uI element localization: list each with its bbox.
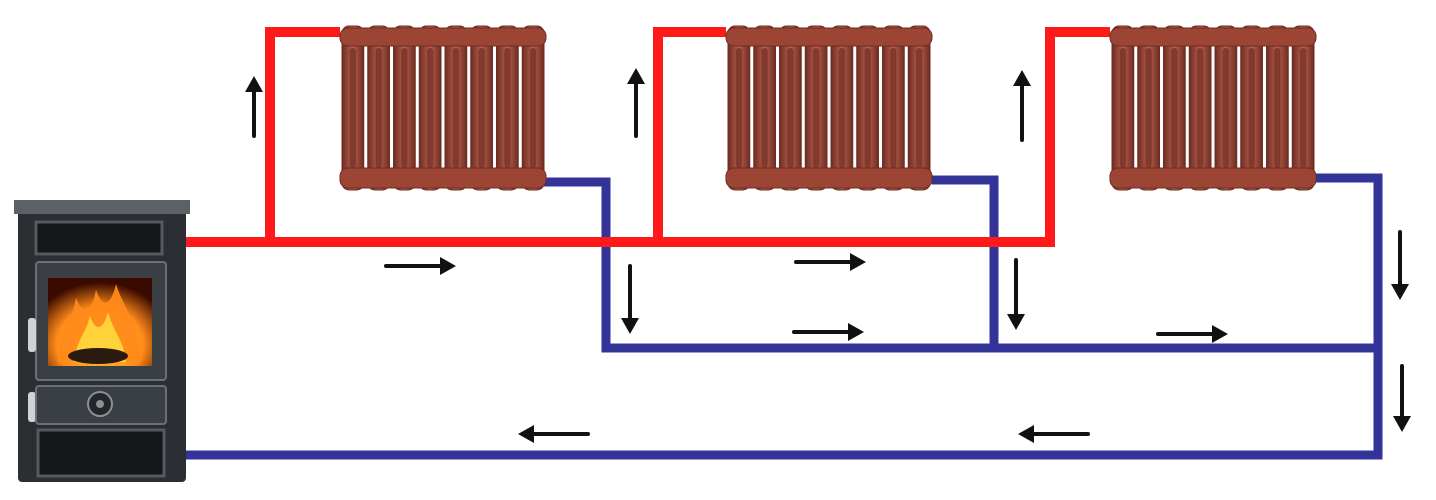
radiator-section-gap [1119, 48, 1126, 168]
right-arrow-icon [794, 253, 866, 271]
right-arrow-icon [792, 323, 864, 341]
right-arrow-icon [384, 257, 456, 275]
flow-arrows [245, 68, 1411, 443]
radiator-section-gap [1248, 48, 1255, 168]
stove-ash-drawer [36, 428, 166, 478]
radiator-section-gap [349, 48, 356, 168]
radiator-section-gap [478, 48, 485, 168]
return-pipes [186, 173, 1383, 460]
arrow-head [1007, 314, 1025, 330]
wood-stove-icon [14, 200, 190, 482]
supply-pipe-2 [265, 27, 340, 242]
radiator-section-gap [916, 48, 923, 168]
radiator-section-gap [1222, 48, 1229, 168]
radiator-bottom-collector [725, 167, 933, 189]
arrow-head [1013, 70, 1031, 86]
radiator-section-gap [1300, 48, 1307, 168]
left-arrow-icon [518, 425, 590, 443]
radiator-section-gap [787, 48, 794, 168]
radiator-section-gap [504, 48, 511, 168]
door-handle [28, 318, 36, 352]
radiator-section-gap [530, 48, 537, 168]
air-damper-center [96, 400, 104, 408]
arrow-head [1212, 325, 1228, 343]
arrow-head [850, 253, 866, 271]
arrow-head [1391, 284, 1409, 300]
radiator-section-gap [1274, 48, 1281, 168]
up-arrow-icon [1013, 70, 1031, 142]
radiator-bottom-collector [339, 167, 547, 189]
radiator-section-gap [813, 48, 820, 168]
radiator-section-gap [401, 48, 408, 168]
radiator-section-gap [735, 48, 742, 168]
stove-top-vent [34, 220, 164, 256]
radiator-section-gap [452, 48, 459, 168]
down-arrow-icon [1391, 230, 1409, 300]
radiator-bottom-collector [1109, 167, 1317, 189]
arrow-head [627, 68, 645, 84]
up-arrow-icon [245, 76, 263, 138]
arrow-head [621, 318, 639, 334]
return-pipe-1 [186, 173, 1383, 460]
return-pipe-2 [540, 177, 1378, 353]
stove-top-plate [14, 200, 190, 214]
down-arrow-icon [621, 264, 639, 334]
radiator-section-gap [1171, 48, 1178, 168]
arrow-head [245, 76, 263, 92]
up-arrow-icon [627, 68, 645, 138]
return-pipe-3 [932, 175, 999, 348]
radiator-section-gap [838, 48, 845, 168]
radiator-section-gap [1145, 48, 1152, 168]
supply-pipe-3 [653, 27, 726, 242]
arrow-head [1393, 416, 1411, 432]
cast-iron-radiator-icon [339, 25, 547, 191]
radiator-section-gap [890, 48, 897, 168]
radiator-section-gap [427, 48, 434, 168]
arrow-head [1018, 425, 1034, 443]
radiator-top-collector [1109, 27, 1317, 47]
down-arrow-icon [1393, 364, 1411, 432]
arrow-head [848, 323, 864, 341]
supply-pipes [186, 27, 1110, 247]
right-arrow-icon [1156, 325, 1228, 343]
radiator-section-gap [761, 48, 768, 168]
cast-iron-radiator-icon [1109, 25, 1317, 191]
radiators [339, 25, 1317, 191]
radiator-top-collector [339, 27, 547, 47]
supply-pipe-1 [186, 27, 1110, 247]
door-handle-lower [28, 392, 36, 422]
radiator-section-gap [1197, 48, 1204, 168]
arrow-head [440, 257, 456, 275]
left-arrow-icon [1018, 425, 1090, 443]
down-arrow-icon [1007, 258, 1025, 330]
radiator-section-gap [864, 48, 871, 168]
radiator-section-gap [375, 48, 382, 168]
firewood [68, 348, 128, 364]
arrow-head [518, 425, 534, 443]
cast-iron-radiator-icon [725, 25, 933, 191]
radiator-top-collector [725, 27, 933, 47]
